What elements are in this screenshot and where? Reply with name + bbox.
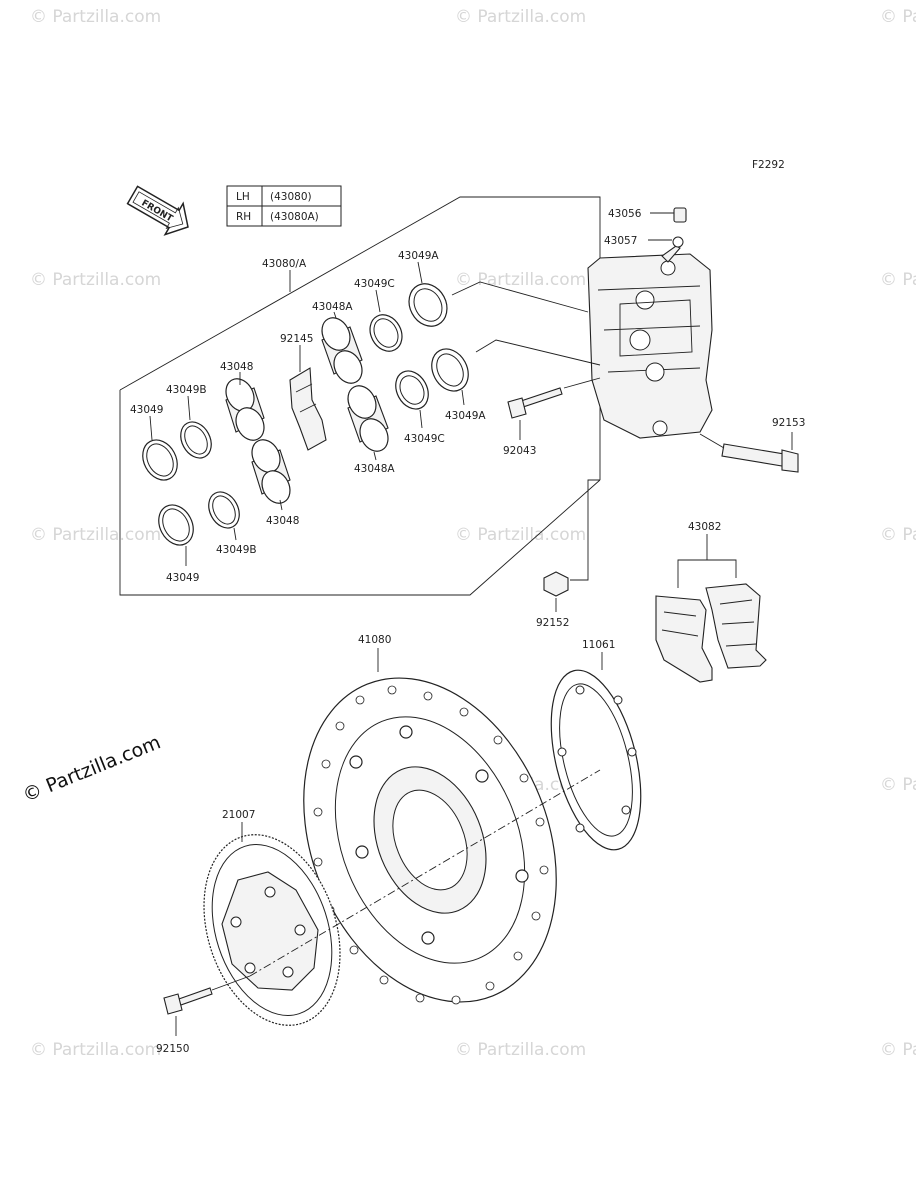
leader-line — [419, 409, 423, 429]
watermark-grid: © Partzilla.com © Partzilla.com © Partzi… — [30, 7, 916, 1060]
piston-43048A-top — [321, 317, 363, 384]
leader-line — [375, 289, 381, 313]
leader-line — [461, 389, 465, 406]
label-caliper-assy: 43080/A — [262, 258, 307, 270]
label-bolt-92150: 92150 — [156, 1043, 189, 1055]
label-piston-a-top: 43048A — [312, 301, 353, 313]
part-rh: (43080A) — [270, 211, 319, 223]
leader-line — [333, 311, 337, 319]
side-rh: RH — [236, 211, 251, 223]
label-seal-43049-bottom: 43049 — [166, 572, 199, 584]
brake-pads-43082 — [655, 583, 767, 683]
label-disc: 41080 — [358, 634, 391, 646]
leader-line — [451, 281, 589, 313]
label-piston-43048-bottom: 43048 — [266, 515, 299, 527]
disc-rivets — [349, 725, 529, 945]
label-seal-43049-top: 43049 — [130, 404, 163, 416]
bleed-valve-43056 — [673, 207, 687, 223]
collar-92152 — [543, 571, 569, 597]
axis-line — [249, 769, 601, 977]
figure-code: F2292 — [752, 159, 785, 171]
label-bolt-92153: 92153 — [772, 417, 805, 429]
pin-92043 — [507, 387, 563, 419]
side-lh: LH — [236, 191, 250, 203]
label-bleed-cap: 43057 — [604, 235, 637, 247]
brake-disc-41080 — [303, 677, 557, 1005]
spring-92145 — [289, 367, 327, 451]
label-piston-43048-top: 43048 — [220, 361, 253, 373]
label-seal-c-top: 43049C — [354, 278, 395, 290]
watermark-text: © Partzilla.com — [30, 7, 161, 27]
part-lh: (43080) — [270, 191, 312, 203]
watermark-text: © Partzilla.com — [455, 7, 586, 27]
watermark-text: © Partzilla.com — [455, 270, 586, 290]
seal-43049B-bottom — [208, 491, 240, 529]
seal-43049C-top — [369, 314, 403, 352]
leader-line — [699, 433, 725, 449]
bolt-92153 — [721, 443, 799, 473]
bolt-92150 — [163, 987, 213, 1015]
seal-43049-top — [142, 439, 178, 481]
label-gasket: 11061 — [582, 639, 615, 651]
label-seal-c-bottom: 43049C — [404, 433, 445, 445]
front-arrow-icon: FRONT — [126, 185, 189, 236]
leader-line — [149, 415, 153, 441]
watermark-text: © Partzilla.com — [455, 1040, 586, 1060]
label-collar: 92152 — [536, 617, 569, 629]
side-table: LH (43080) RH (43080A) — [226, 185, 342, 227]
leader-line — [475, 339, 601, 366]
watermark-text: © Partzilla.com — [880, 7, 916, 27]
label-seal-b-bottom: 43049B — [216, 544, 257, 556]
watermark-text: © Partzilla.com — [880, 525, 916, 545]
seal-43049B-top — [180, 421, 212, 459]
leader-line — [417, 261, 423, 284]
piston-43048A-bottom — [347, 385, 389, 452]
leader-line — [211, 975, 251, 991]
gasket-11061 — [550, 669, 642, 851]
piston-43048-top — [225, 378, 265, 441]
label-sensor-rotor: 21007 — [222, 809, 255, 821]
label-pin: 92043 — [503, 445, 536, 457]
watermark-text: © Partzilla.com — [30, 270, 161, 290]
label-pads: 43082 — [688, 521, 721, 533]
sensor-rotor-21007 — [203, 834, 341, 1026]
watermark-text: © Partzilla.com — [880, 270, 916, 290]
watermark-text: © Partzilla.com — [880, 1040, 916, 1060]
watermark-text: © Partzilla.com — [30, 1040, 161, 1060]
leader-line — [373, 451, 377, 461]
leader-line — [563, 377, 601, 389]
leader-line — [677, 559, 737, 588]
seal-43049-bottom — [158, 504, 194, 546]
label-piston-a-bottom: 43048A — [354, 463, 395, 475]
label-seal-a-bottom: 43049A — [445, 410, 486, 422]
caliper-body — [587, 253, 713, 439]
watermark-text: © Partzilla.com — [880, 775, 916, 795]
seal-43049A-bottom — [431, 348, 469, 392]
label-bleed-valve: 43056 — [608, 208, 642, 220]
seal-43049C-bottom — [395, 370, 429, 410]
watermark-text: © Partzilla.com — [30, 525, 161, 545]
leader-line — [279, 499, 283, 511]
label-spring-92145: 92145 — [280, 333, 313, 345]
watermark-text: © Partzilla.com — [455, 525, 586, 545]
leader-line — [187, 395, 191, 421]
label-seal-a-top: 43049A — [398, 250, 439, 262]
piston-43048-bottom — [251, 439, 291, 504]
seal-43049A-top — [408, 283, 448, 327]
label-seal-b-top: 43049B — [166, 384, 207, 396]
watermark-main: © Partzilla.com — [20, 731, 164, 806]
bleed-cap-43057 — [661, 236, 684, 263]
leader-line — [233, 527, 237, 541]
